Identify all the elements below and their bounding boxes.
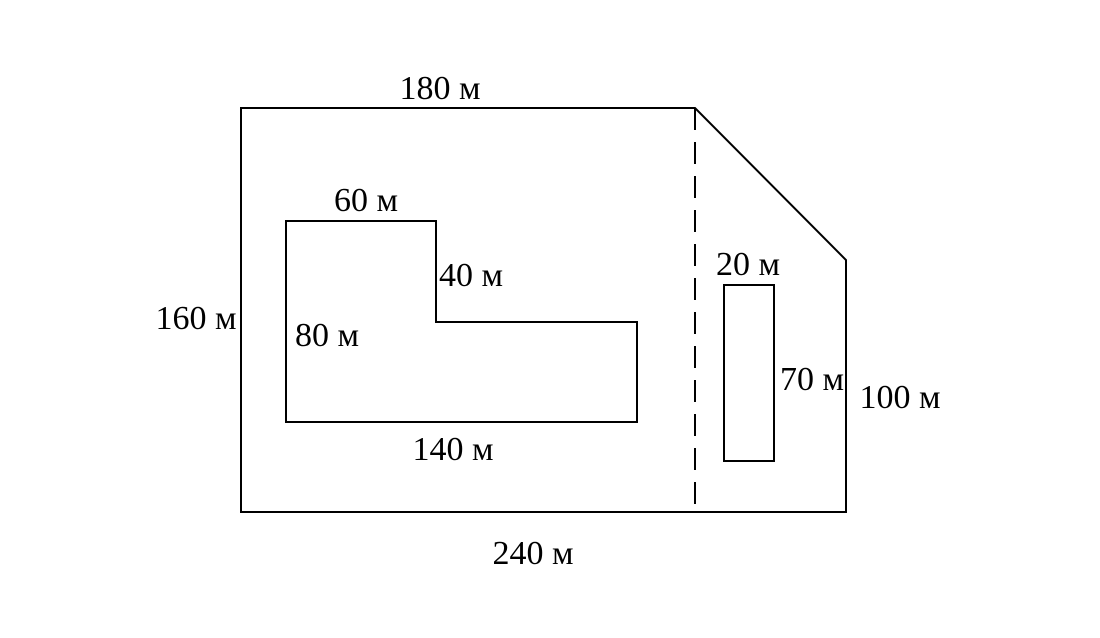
top-width-label: 180 м [399, 70, 480, 107]
plot-outline [240, 107, 847, 513]
l-top-width-label: 60 м [334, 182, 398, 219]
bottom-width-label: 240 м [492, 535, 573, 572]
l-bottom-width-label: 140 м [412, 431, 493, 468]
l-left-height-label: 80 м [295, 317, 359, 354]
rect-height-label: 70 м [780, 361, 844, 398]
l-shaped-building [285, 220, 638, 423]
l-step-height-label: 40 м [439, 257, 503, 294]
right-height-label: 100 м [859, 379, 940, 416]
left-height-label: 160 м [155, 300, 236, 337]
rect-width-label: 20 м [716, 246, 780, 283]
small-rectangle [723, 284, 775, 462]
